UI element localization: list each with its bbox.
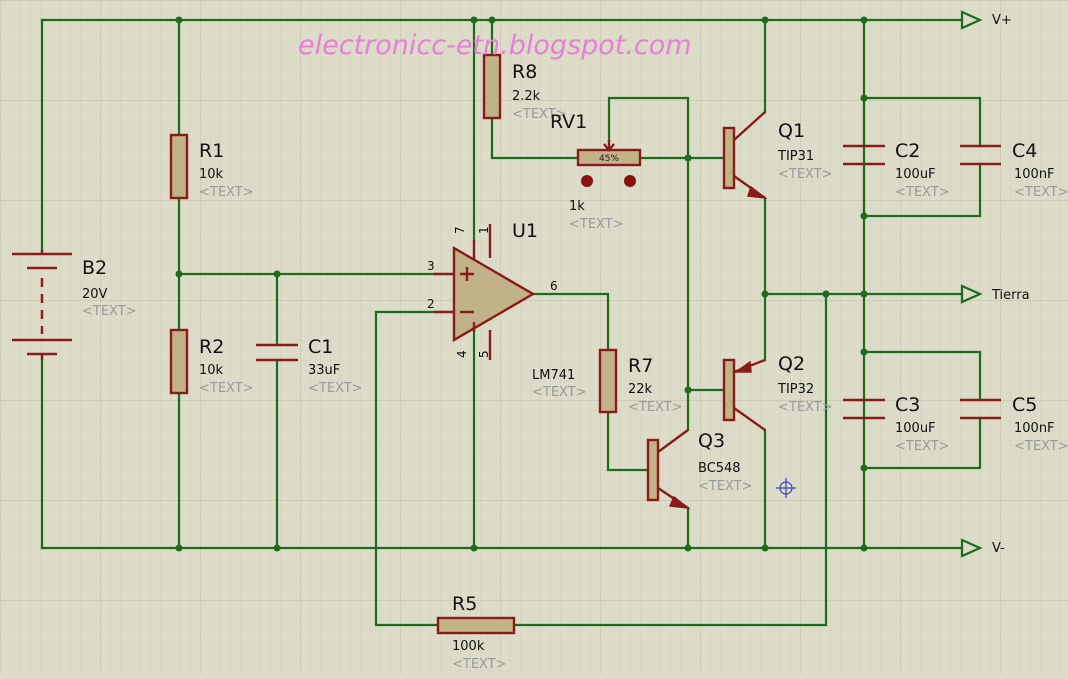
u1-text: <TEXT> xyxy=(532,385,587,400)
q2-ref: Q2 xyxy=(778,353,805,375)
r7-value: 22k xyxy=(628,382,653,397)
ground-label: Tierra xyxy=(991,288,1030,303)
c1-value: 33uF xyxy=(308,363,340,378)
junctions xyxy=(175,16,868,552)
r2-ref: R2 xyxy=(199,336,224,358)
q2-text: <TEXT> xyxy=(778,400,833,415)
resistor-r7[interactable]: R7 22k <TEXT> xyxy=(598,348,683,415)
u1-value: LM741 xyxy=(532,368,575,383)
u1-pin5: 5 xyxy=(477,350,491,358)
c4-text: <TEXT> xyxy=(1014,185,1068,200)
capacitor-c4[interactable]: C4 100nF <TEXT> xyxy=(960,140,1068,200)
rv1-ref: RV1 xyxy=(550,111,587,133)
b2-value: 20V xyxy=(82,287,108,302)
r8-value: 2.2k xyxy=(512,89,541,104)
u1-pin4: 4 xyxy=(455,350,469,358)
u1-ref: U1 xyxy=(512,220,538,242)
opamp-u1[interactable]: 3 2 6 7 1 4 5 U1 LM741 <TEXT> xyxy=(427,220,587,400)
q1-value: TIP31 xyxy=(777,149,814,164)
terminal-ground[interactable]: Tierra xyxy=(960,284,1030,304)
watermark: electronicc-etn.blogspot.com xyxy=(298,30,692,61)
resistor-r2[interactable]: R2 10k <TEXT> xyxy=(169,328,254,396)
b2-ref: B2 xyxy=(82,257,107,279)
u1-pin1: 1 xyxy=(477,226,491,234)
rv1-text: <TEXT> xyxy=(569,217,624,232)
u1-pin6: 6 xyxy=(550,279,558,293)
r1-text: <TEXT> xyxy=(199,185,254,200)
u1-pin2: 2 xyxy=(427,297,435,311)
c4-value: 100nF xyxy=(1014,167,1055,182)
r5-value: 100k xyxy=(452,639,485,654)
c1-ref: C1 xyxy=(308,336,333,358)
c3-text: <TEXT> xyxy=(895,439,950,454)
rv1-value: 1k xyxy=(569,199,585,214)
vminus-label: V- xyxy=(992,541,1005,556)
b2-text: <TEXT> xyxy=(82,304,137,319)
r5-text: <TEXT> xyxy=(452,657,507,672)
transistor-q3[interactable]: Q3 BC548 <TEXT> xyxy=(646,429,753,510)
battery-b2[interactable]: B2 20V <TEXT> xyxy=(12,250,137,360)
c2-text: <TEXT> xyxy=(895,185,950,200)
c5-text: <TEXT> xyxy=(1014,439,1068,454)
r2-text: <TEXT> xyxy=(199,381,254,396)
potentiometer-rv1[interactable]: 45% RV1 1k <TEXT> xyxy=(550,111,642,232)
c2-ref: C2 xyxy=(895,140,920,162)
c3-ref: C3 xyxy=(895,394,920,416)
q3-value: BC548 xyxy=(698,461,741,476)
terminal-vplus[interactable]: V+ xyxy=(960,10,1012,30)
c2-value: 100uF xyxy=(895,167,936,182)
r1-value: 10k xyxy=(199,167,224,182)
c1-text: <TEXT> xyxy=(308,381,363,396)
rv1-decrement-button[interactable] xyxy=(581,175,593,187)
c4-ref: C4 xyxy=(1012,140,1037,162)
r7-ref: R7 xyxy=(628,355,653,377)
r5-ref: R5 xyxy=(452,593,477,615)
capacitor-c1[interactable]: C1 33uF <TEXT> xyxy=(256,336,363,396)
vplus-label: V+ xyxy=(992,13,1012,28)
q3-ref: Q3 xyxy=(698,430,725,452)
terminal-vminus[interactable]: V- xyxy=(960,538,1005,558)
q2-value: TIP32 xyxy=(777,382,814,397)
wires xyxy=(40,18,982,627)
resistor-r1[interactable]: R1 10k <TEXT> xyxy=(169,133,254,200)
c5-ref: C5 xyxy=(1012,394,1037,416)
r8-ref: R8 xyxy=(512,61,537,83)
r7-text: <TEXT> xyxy=(628,400,683,415)
resistor-r5[interactable]: R5 100k <TEXT> xyxy=(436,593,516,672)
q3-text: <TEXT> xyxy=(698,479,753,494)
q1-text: <TEXT> xyxy=(778,167,833,182)
u1-pin3: 3 xyxy=(427,259,435,273)
transistor-q1[interactable]: Q1 TIP31 <TEXT> xyxy=(722,111,833,200)
q1-ref: Q1 xyxy=(778,120,805,142)
r1-ref: R1 xyxy=(199,140,224,162)
resistor-r8[interactable]: R8 2.2k <TEXT> xyxy=(482,53,567,122)
capacitor-c2[interactable]: C2 100uF <TEXT> xyxy=(843,140,950,218)
capacitor-c3[interactable]: C3 100uF <TEXT> xyxy=(843,394,950,454)
c3-value: 100uF xyxy=(895,421,936,436)
r8-text: <TEXT> xyxy=(512,107,567,122)
u1-pin7: 7 xyxy=(453,226,467,234)
transistor-q2[interactable]: Q2 TIP32 <TEXT> xyxy=(722,353,833,431)
rv1-wiper: 45% xyxy=(599,154,619,164)
c5-value: 100nF xyxy=(1014,421,1055,436)
crosshair-cursor-icon xyxy=(776,478,796,498)
capacitor-c5[interactable]: C5 100nF <TEXT> xyxy=(960,394,1068,454)
rv1-increment-button[interactable] xyxy=(624,175,636,187)
r2-value: 10k xyxy=(199,363,224,378)
